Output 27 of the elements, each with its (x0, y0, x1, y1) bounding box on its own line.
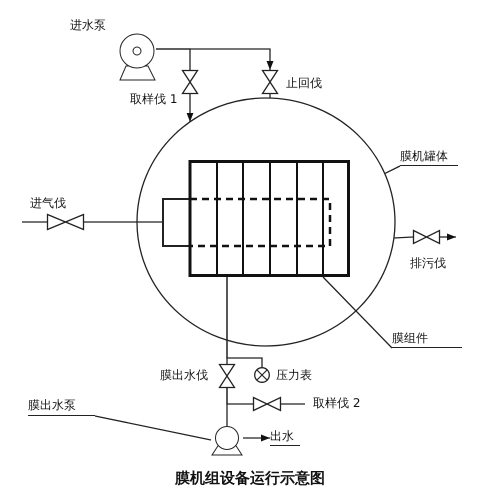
flow-arrow (440, 234, 456, 240)
pipe-line (226, 388, 253, 405)
pipe-line (22, 221, 47, 223)
flow-arrow (243, 434, 270, 442)
pipe-line (156, 48, 191, 70)
pipe-line (84, 221, 163, 223)
valve-label: 排污伐 (410, 256, 446, 270)
leader-line (94, 415, 212, 441)
valve-label: 膜出水伐 (160, 368, 208, 382)
outlet-label: 出水 (270, 428, 300, 446)
flow-arrow (186, 94, 194, 122)
valve-label: 取样伐 1 (130, 92, 178, 106)
leader-line (322, 276, 392, 348)
pipe-line (281, 403, 305, 405)
pump-label: 进水泵 (70, 18, 106, 32)
leader-label: 膜机罐体 (400, 148, 458, 166)
pipe-line (226, 277, 263, 367)
valve-label: 取样伐 2 (313, 396, 360, 410)
pipe-line (394, 236, 414, 239)
valve-label: 进气伐 (30, 196, 66, 210)
leader-line (384, 165, 400, 174)
valve-label: 止回伐 (286, 76, 322, 90)
leader-label: 膜组件 (392, 330, 462, 348)
gauge-label: 压力表 (276, 368, 312, 382)
pipe-line (269, 94, 271, 98)
leader-label: 膜出水泵 (28, 397, 95, 416)
diagram-caption: 膜机组设备运行示意图 (174, 469, 326, 488)
